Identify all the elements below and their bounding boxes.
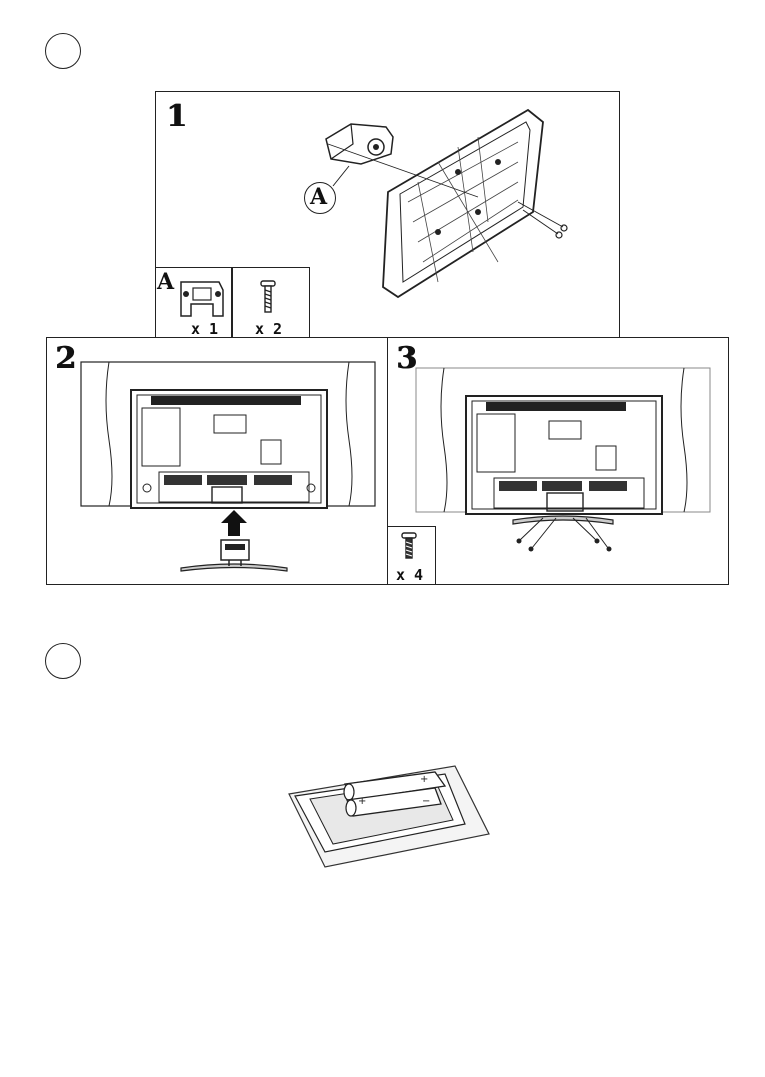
parts-box-part-letter: A xyxy=(157,271,174,293)
step3-panel: 3 x 4 xyxy=(387,337,729,585)
step1-parts-box: A x 1 x 2 xyxy=(155,267,310,339)
screw-icon xyxy=(400,532,420,562)
screw-quantity-step3: x 4 xyxy=(396,567,423,583)
screw-quantity-step1: x 2 xyxy=(255,321,282,337)
step1-panel: 1 A x 1 x 2 A xyxy=(155,91,620,338)
battery-plus-sign-2: + xyxy=(358,796,366,807)
stand-side-illustration-step2 xyxy=(179,538,289,578)
stand-attached-illustration xyxy=(498,510,628,560)
bracket-quantity: x 1 xyxy=(191,321,218,337)
step2-panel: 2 xyxy=(46,337,389,585)
tv-back-illustration-step2 xyxy=(79,360,379,510)
step2-number: 2 xyxy=(55,344,76,374)
screw-icon xyxy=(259,280,279,316)
bracket-part-icon xyxy=(173,276,233,321)
battery-minus-sign: − xyxy=(422,796,430,807)
stand-base-illustration xyxy=(378,102,578,302)
step1-number: 1 xyxy=(166,102,187,132)
tv-back-illustration-step3 xyxy=(414,366,714,516)
insert-arrow-icon xyxy=(219,508,249,538)
part-a-label: A xyxy=(310,186,327,208)
step3-parts-box: x 4 xyxy=(387,526,436,585)
section-marker-stand xyxy=(45,33,81,69)
remote-battery-illustration xyxy=(285,764,495,869)
section-marker-battery xyxy=(45,643,81,679)
battery-plus-sign-1: + xyxy=(420,774,428,785)
